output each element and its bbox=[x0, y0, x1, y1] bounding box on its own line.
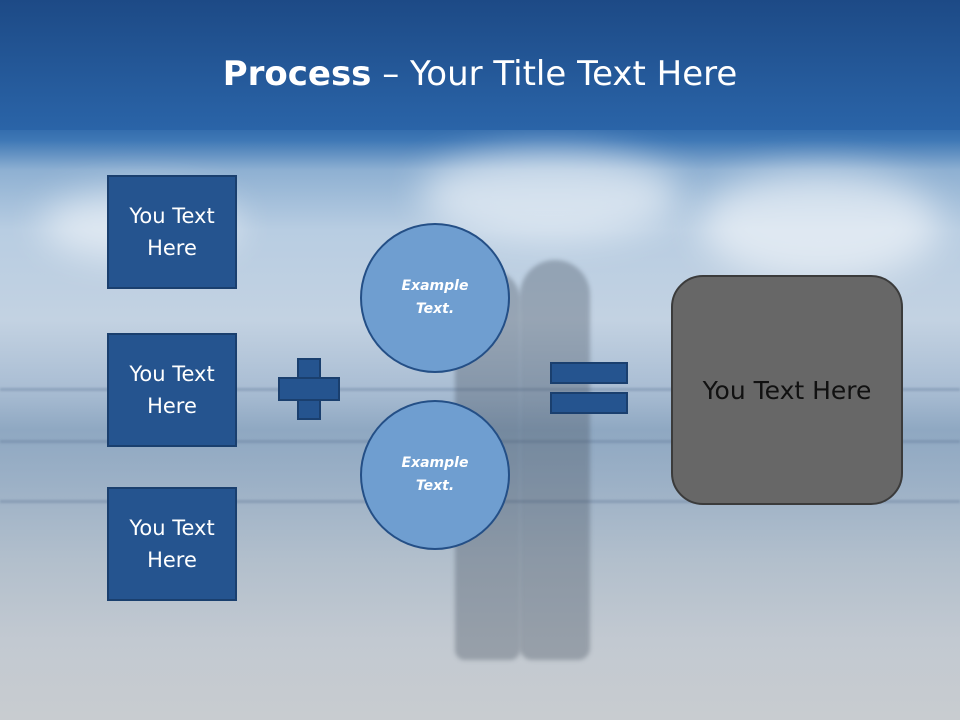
title-rest: – Your Title Text Here bbox=[371, 54, 738, 94]
text-box-3[interactable]: You Text Here bbox=[107, 487, 237, 601]
title-bold: Process bbox=[222, 54, 372, 94]
text-box-label: You Text Here bbox=[129, 516, 215, 572]
text-box-1[interactable]: You Text Here bbox=[107, 175, 237, 289]
result-label: You Text Here bbox=[702, 375, 872, 405]
equals-top-bar bbox=[550, 362, 628, 384]
example-circle-2[interactable]: Example Text. bbox=[360, 400, 510, 550]
background-cloud bbox=[420, 150, 680, 240]
equals-bottom-bar bbox=[550, 392, 628, 414]
plus-horizontal-bar bbox=[278, 377, 340, 401]
text-box-2[interactable]: You Text Here bbox=[107, 333, 237, 447]
text-box-label: You Text Here bbox=[129, 204, 215, 260]
example-circle-1[interactable]: Example Text. bbox=[360, 223, 510, 373]
circle-label: Example Text. bbox=[401, 455, 469, 494]
circle-label: Example Text. bbox=[401, 278, 469, 317]
slide-title: Process – Your Title Text Here bbox=[0, 52, 960, 96]
result-box[interactable]: You Text Here bbox=[671, 275, 903, 505]
background-cloud bbox=[700, 170, 940, 280]
background-figure bbox=[520, 260, 590, 660]
text-box-label: You Text Here bbox=[129, 362, 215, 418]
title-bar bbox=[0, 0, 960, 130]
background-horizon bbox=[0, 388, 960, 391]
